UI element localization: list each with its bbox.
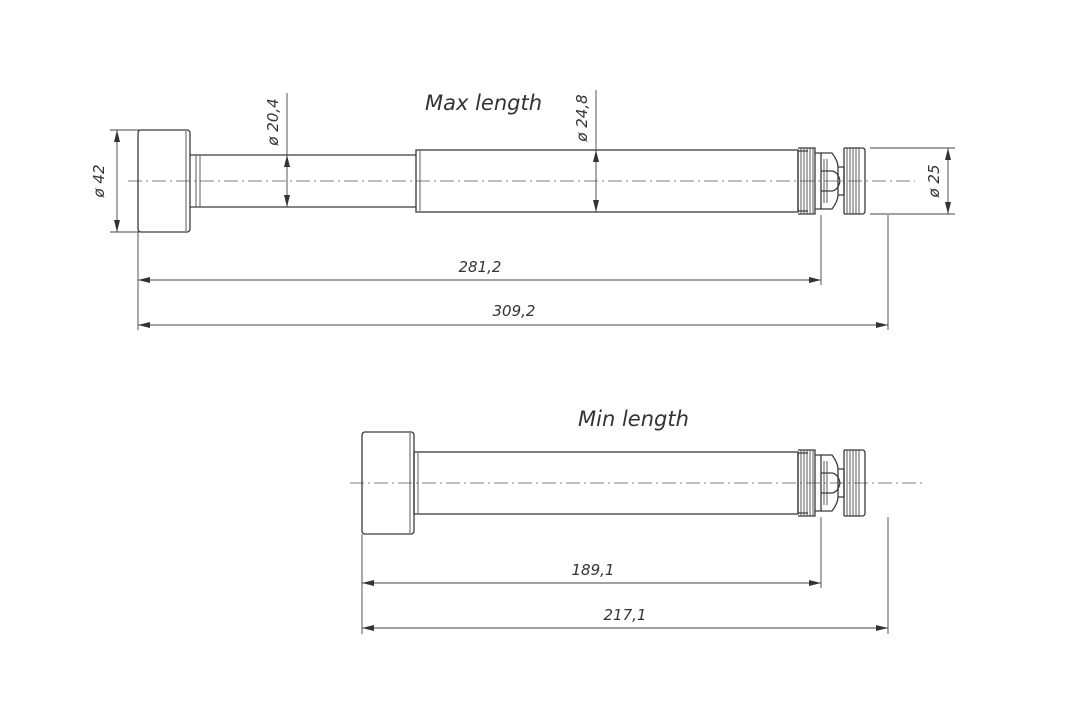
dim-head-diameter: ø 42 bbox=[90, 129, 140, 233]
dim-shaft-diameter: ø 20,4 bbox=[264, 93, 290, 207]
dim-min-inner-length: 189,1 bbox=[362, 561, 821, 586]
max-shaft-collar bbox=[195, 155, 201, 207]
min-length-view: Min length 189,1 217,1 bbox=[350, 407, 922, 634]
label-shaft-diameter: ø 20,4 bbox=[264, 98, 282, 146]
dim-max-total-length: 309,2 bbox=[138, 302, 888, 328]
max-length-title: Max length bbox=[425, 91, 542, 115]
label-tube-diameter: ø 24,8 bbox=[573, 94, 591, 142]
label-min-inner-length: 189,1 bbox=[572, 561, 615, 579]
label-end-diameter: ø 25 bbox=[925, 164, 943, 198]
label-min-total-length: 217,1 bbox=[604, 606, 647, 624]
dim-tube-diameter: ø 24,8 bbox=[573, 90, 599, 212]
label-max-total-length: 309,2 bbox=[493, 302, 536, 320]
dim-max-inner-length: 281,2 bbox=[138, 258, 821, 283]
min-length-title: Min length bbox=[578, 407, 689, 431]
dim-end-diameter: ø 25 bbox=[870, 147, 955, 215]
max-length-view: Max length ø 42 ø 20,4 bbox=[90, 90, 955, 330]
min-extension-lines bbox=[361, 517, 889, 634]
max-thin-shaft bbox=[190, 154, 416, 208]
dim-min-total-length: 217,1 bbox=[362, 606, 888, 631]
label-head-diameter: ø 42 bbox=[90, 164, 108, 198]
max-extension-lines bbox=[137, 215, 889, 330]
label-max-inner-length: 281,2 bbox=[459, 258, 502, 276]
